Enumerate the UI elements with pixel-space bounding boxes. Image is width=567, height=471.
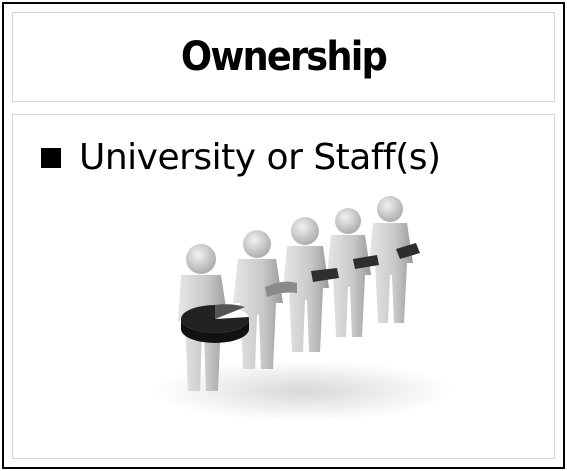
- people-pie-chart-icon: [153, 196, 453, 421]
- person-figure-5: [369, 196, 420, 323]
- person-figure-2: [233, 230, 297, 369]
- person-figure-3: [283, 217, 339, 352]
- square-bullet-icon: [41, 147, 61, 168]
- title-box: Ownership: [12, 12, 555, 102]
- pie-chart-icon: [181, 304, 249, 343]
- content-box: University or Staff(s): [12, 114, 555, 459]
- bullet-item: University or Staff(s): [41, 137, 441, 178]
- person-figure-4: [327, 208, 379, 337]
- floor-shadow: [153, 361, 453, 421]
- bullet-text: University or Staff(s): [79, 137, 441, 178]
- slide-title: Ownership: [180, 34, 388, 80]
